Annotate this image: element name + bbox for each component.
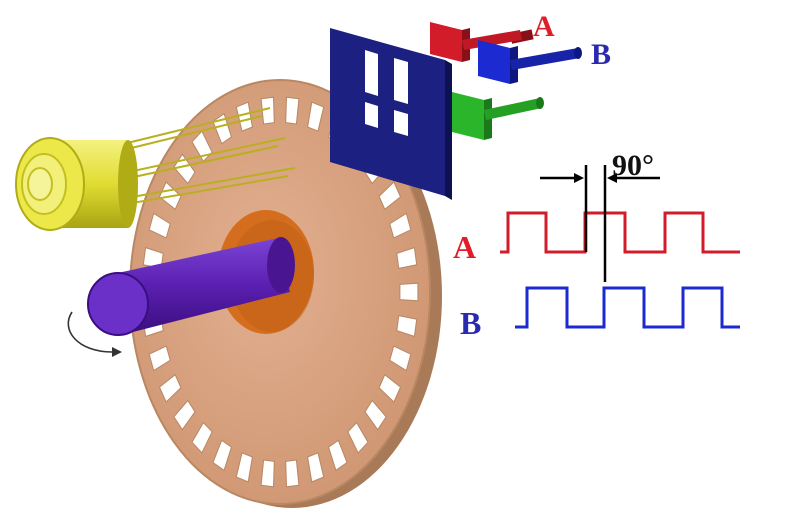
disk-slot <box>378 181 402 211</box>
disk-slot <box>378 373 402 403</box>
disk-slot <box>347 421 369 454</box>
disk-slot <box>173 399 196 431</box>
sensor-b <box>478 40 582 84</box>
disk-slot <box>148 212 171 239</box>
disk-slot <box>396 246 418 269</box>
light-beams <box>114 107 296 207</box>
disk-slot <box>260 459 275 488</box>
disk-slot <box>212 439 232 472</box>
phase-marker <box>540 165 660 282</box>
sensor-b-label: B <box>591 38 611 71</box>
disk-slot <box>307 101 325 132</box>
disk-slot <box>399 282 419 302</box>
disk-slot <box>389 212 412 239</box>
phase-label: 90° <box>612 149 654 182</box>
sensor-a <box>430 22 534 62</box>
disk-slot <box>142 246 164 269</box>
disk-slot <box>364 399 387 431</box>
sensor-a-label: A <box>533 10 555 43</box>
light-source <box>15 137 138 231</box>
sensor-index <box>452 92 544 140</box>
disk-slot <box>285 459 300 488</box>
disk-slot <box>260 96 275 125</box>
disk-slot <box>389 345 412 372</box>
disk-slot <box>396 315 418 338</box>
signal-a-label: A <box>453 229 476 265</box>
mask-plate <box>330 28 452 200</box>
disk-slot <box>148 345 171 372</box>
signal-b-label: B <box>460 305 481 341</box>
disk-slot <box>235 452 253 483</box>
shaft <box>87 237 295 336</box>
disk-slot <box>158 373 182 403</box>
disk-slot <box>285 96 300 125</box>
disk-slot <box>307 452 325 483</box>
disk-slot <box>191 421 213 454</box>
rotation-arrow-icon <box>67 311 122 357</box>
signal-b-wave <box>515 286 740 329</box>
disk-slot <box>328 439 348 472</box>
waveforms: A B <box>453 211 740 341</box>
signal-a-wave <box>500 211 740 254</box>
